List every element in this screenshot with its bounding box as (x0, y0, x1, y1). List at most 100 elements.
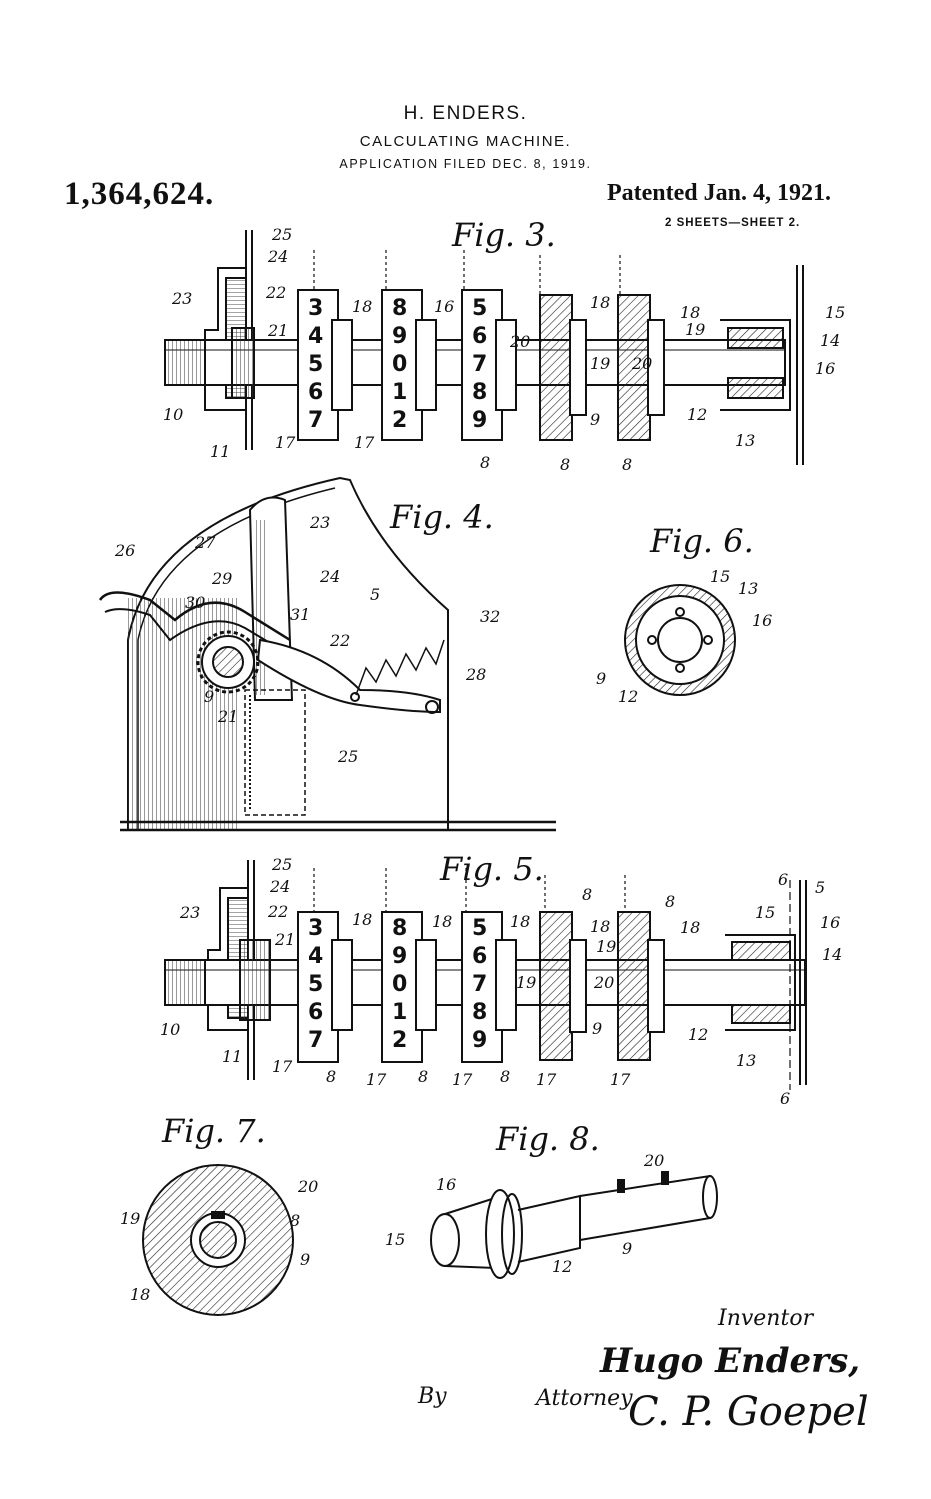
dial-digit: 1 (392, 1000, 407, 1025)
ref-numeral: 10 (163, 405, 183, 424)
ref-numeral: 24 (267, 247, 288, 266)
fig-8-label: Fig. 8. (495, 1120, 600, 1158)
signature-block: Inventor Hugo Enders, By Attorney C. P. … (417, 1306, 869, 1435)
ref-numeral: 9 (596, 669, 606, 688)
ref-numeral: 21 (267, 321, 288, 340)
fig-8-drawing: Fig. 8. (430, 1120, 718, 1279)
dial-digit: 6 (472, 324, 487, 349)
fig-4-reference-numerals: 26 27 23 24 29 30 31 5 32 22 28 9 21 25 (114, 513, 500, 766)
ref-numeral: 18 (590, 917, 610, 936)
ref-numeral: 13 (736, 1051, 756, 1070)
ref-numeral: 6 (780, 1089, 790, 1108)
ref-numeral: 18 (130, 1285, 150, 1304)
ref-numeral: 20 (297, 1177, 318, 1196)
ref-numeral: 8 (665, 892, 675, 911)
ref-numeral: 10 (160, 1020, 180, 1039)
fig-3-reference-numerals: 25 24 23 22 21 10 11 17 18 16 17 8 20 19… (163, 225, 845, 474)
by-label: By (417, 1384, 447, 1409)
dial-digit: 7 (472, 352, 487, 377)
fig-5-reference-numerals: 25 24 23 22 21 10 11 17 8 18 18 18 17 8 … (160, 855, 842, 1108)
dial-digit: 4 (308, 324, 323, 349)
ref-numeral: 29 (211, 569, 232, 588)
fig-5-label: Fig. 5. (439, 850, 544, 888)
ref-numeral: 16 (436, 1175, 456, 1194)
ref-numeral: 24 (269, 877, 290, 896)
attorney-label: Attorney (534, 1386, 633, 1411)
ref-numeral: 22 (267, 902, 288, 921)
ref-numeral: 18 (352, 297, 372, 316)
ref-numeral: 8 (622, 455, 632, 474)
ref-numeral: 25 (337, 747, 358, 766)
dial-digit: 6 (308, 1000, 323, 1025)
fig-4-drawing: Fig. 4. (98, 476, 556, 832)
dial-digit: 2 (392, 408, 407, 433)
ref-numeral: 9 (592, 1019, 602, 1038)
dial-digit: 5 (472, 916, 487, 941)
fig-8-reference-numerals: 20 16 15 12 9 (385, 1151, 664, 1276)
ref-numeral: 8 (560, 455, 570, 474)
ref-numeral: 8 (500, 1067, 510, 1086)
application-filed-line: APPLICATION FILED DEC. 8, 1919. (339, 157, 592, 171)
ref-numeral: 21 (274, 930, 295, 949)
fig-6-label: Fig. 6. (649, 522, 754, 560)
ref-numeral: 9 (622, 1239, 632, 1258)
ref-numeral: 18 (680, 918, 700, 937)
dial-digit: 5 (472, 296, 487, 321)
fig-3-dial-numerals: 3 4 5 6 7 8 9 0 1 2 5 6 7 8 9 (308, 296, 487, 433)
fig-3-drawing: Fig. 3. (164, 216, 804, 465)
ref-numeral: 24 (319, 567, 340, 586)
invention-title: CALCULATING MACHINE. (359, 133, 572, 150)
ref-numeral: 13 (738, 579, 758, 598)
dial-digit: 9 (472, 1028, 487, 1053)
fig-7-reference-numerals: 20 19 8 9 18 (120, 1177, 318, 1304)
dial-digit: 5 (308, 972, 323, 997)
ref-numeral: 19 (596, 937, 616, 956)
dial-digit: 5 (308, 352, 323, 377)
ref-numeral: 17 (536, 1070, 557, 1089)
ref-numeral: 18 (680, 303, 700, 322)
ref-numeral: 9 (300, 1250, 310, 1269)
fig-3-label: Fig. 3. (451, 216, 556, 254)
dial-digit: 9 (472, 408, 487, 433)
ref-numeral: 17 (272, 1057, 293, 1076)
fig-6-drawing: Fig. 6. (624, 522, 754, 696)
fig-4-label: Fig. 4. (389, 498, 494, 536)
fig-7-label: Fig. 7. (161, 1112, 266, 1150)
ref-numeral: 18 (510, 912, 530, 931)
dial-digit: 8 (472, 380, 487, 405)
ref-numeral: 27 (194, 533, 216, 552)
ref-numeral: 5 (370, 585, 380, 604)
ref-numeral: 11 (222, 1047, 242, 1066)
dial-digit: 9 (392, 324, 407, 349)
ref-numeral: 13 (735, 431, 755, 450)
dial-digit: 7 (308, 408, 323, 433)
ref-numeral: 12 (552, 1257, 572, 1276)
ref-numeral: 17 (275, 433, 296, 452)
dial-digit: 6 (308, 380, 323, 405)
ref-numeral: 15 (710, 567, 730, 586)
ref-numeral: 17 (354, 433, 375, 452)
ref-numeral: 8 (582, 885, 592, 904)
dial-digit: 3 (308, 296, 323, 321)
ref-numeral: 8 (326, 1067, 336, 1086)
ref-numeral: 6 (778, 870, 788, 889)
dial-digit: 8 (392, 916, 407, 941)
ref-numeral: 12 (618, 687, 638, 706)
fig-7-drawing: Fig. 7. (142, 1112, 294, 1316)
ref-numeral: 9 (204, 687, 214, 706)
ref-numeral: 12 (688, 1025, 708, 1044)
ref-numeral: 19 (685, 320, 705, 339)
ref-numeral: 11 (210, 442, 230, 461)
dial-digit: 9 (392, 944, 407, 969)
ref-numeral: 28 (465, 665, 486, 684)
inventor-signature-name: Hugo Enders, (599, 1341, 860, 1381)
ref-numeral: 25 (271, 855, 292, 874)
ref-numeral: 15 (755, 903, 775, 922)
ref-numeral: 16 (434, 297, 454, 316)
ref-numeral: 32 (480, 607, 500, 626)
dial-digit: 2 (392, 1028, 407, 1053)
ref-numeral: 22 (329, 631, 350, 650)
ref-numeral: 18 (432, 912, 452, 931)
ref-numeral: 8 (480, 453, 490, 472)
dial-digit: 8 (472, 1000, 487, 1025)
